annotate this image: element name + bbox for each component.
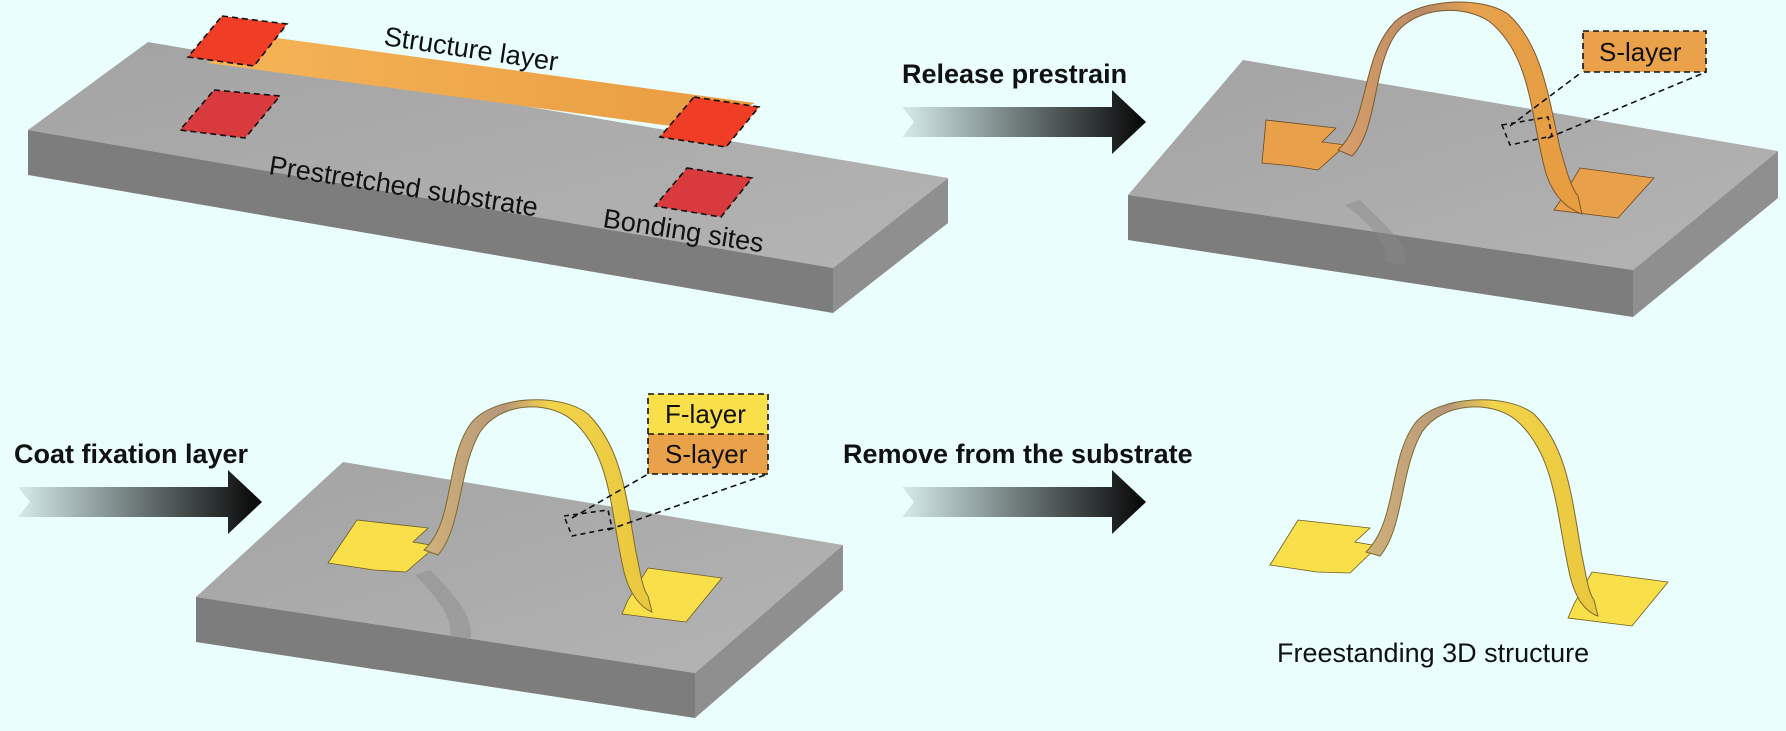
- coated-ribbon: [423, 399, 653, 613]
- ribbon-shadow-3: [415, 570, 471, 640]
- anchor-pad-left-3: [327, 519, 437, 573]
- inset-marker-3: [562, 509, 613, 537]
- panel-1-prestretched-setup: Structure layer Prestretched substrate B…: [28, 15, 948, 313]
- s-layer-inset-label: S-layer: [1599, 37, 1682, 67]
- freestanding-structure-caption: Freestanding 3D structure: [1277, 638, 1589, 668]
- step-release-prestrain: Release prestrain: [902, 59, 1146, 154]
- freestanding-ribbon: [1365, 399, 1599, 617]
- step-remove-from-substrate: Remove from the substrate: [843, 439, 1193, 534]
- substrate-panel-2: [1128, 60, 1778, 317]
- f-layer-inset-label: F-layer: [665, 399, 746, 429]
- bonding-site-bottom-left: [178, 89, 282, 139]
- process-arrow-3: [902, 470, 1146, 534]
- step-coat-fixation-layer: Coat fixation layer: [14, 439, 262, 534]
- callout-line-2a: [1509, 71, 1583, 127]
- bonding-site-bottom-right: [653, 167, 754, 218]
- panel-2-buckled-structure: S-layer: [1128, 1, 1778, 317]
- anchor-pad-left-4: [1269, 519, 1379, 574]
- panel-4-freestanding-structure: Freestanding 3D structure: [1269, 399, 1669, 668]
- substrate-panel-3: [196, 462, 843, 718]
- coat-fixation-layer-label: Coat fixation layer: [14, 439, 249, 469]
- callout-line-3a: [571, 473, 649, 519]
- ribbon-shadow-2: [1345, 200, 1406, 265]
- process-arrow-2: [18, 470, 262, 534]
- s-layer-inset-label-3: S-layer: [665, 439, 748, 469]
- callout-line-2b: [1547, 71, 1707, 139]
- structure-layer-strip: [208, 36, 755, 130]
- remove-from-substrate-label: Remove from the substrate: [843, 439, 1193, 469]
- buckled-s-layer-ribbon: [1337, 1, 1583, 215]
- f-s-layer-inset-box: F-layer S-layer: [647, 393, 769, 475]
- process-arrow-1: [902, 90, 1146, 154]
- panel-3-coated-structure: F-layer S-layer: [196, 393, 843, 718]
- callout-line-3b: [607, 473, 769, 531]
- anchor-pad-left-2: [1261, 119, 1347, 171]
- s-layer-inset-box: [1582, 30, 1707, 73]
- bonding-site-top-right: [658, 96, 761, 148]
- bonding-site-top-left: [186, 15, 289, 67]
- release-prestrain-label: Release prestrain: [902, 59, 1127, 89]
